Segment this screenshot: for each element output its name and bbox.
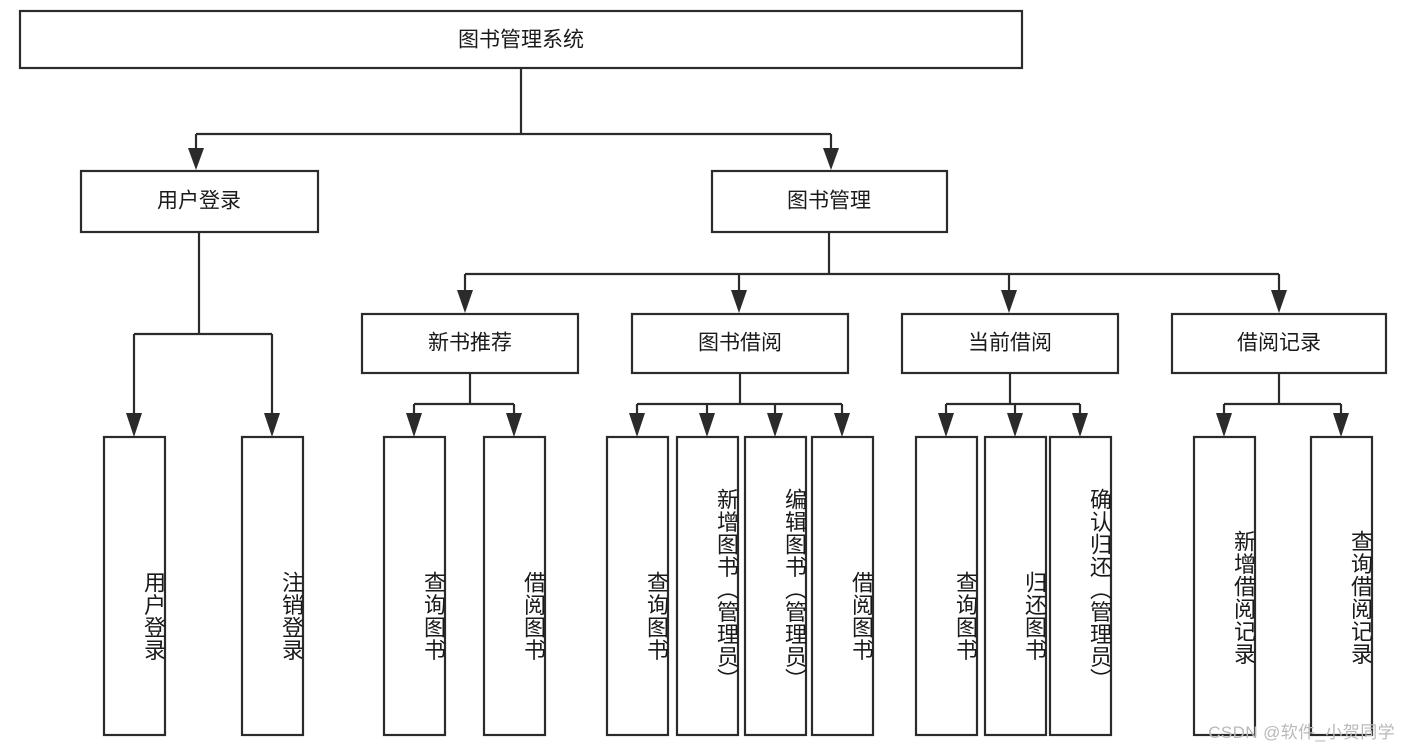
node-book-management-label: 图书管理	[787, 190, 871, 213]
arrow-head-icon	[823, 148, 839, 170]
connector-user-login-to-leaves	[126, 232, 280, 437]
node-new-book-recommend-box[interactable]	[360, 312, 580, 375]
arrow-head-icon	[126, 413, 142, 437]
connector-root-to-level2	[188, 68, 839, 170]
arrow-head-icon	[457, 290, 473, 313]
leaf-label-query-book-1: 查询图书	[421, 571, 446, 661]
leaf-label-edit-book-admin: 编辑图书（管理员）	[782, 487, 807, 691]
leaf-label-add-book-admin: 新增图书（管理员）	[714, 487, 739, 691]
node-current-borrow-label: 当前借阅	[968, 332, 1052, 355]
leaf-box-confirm-return-admin[interactable]	[1048, 435, 1113, 737]
node-root-box[interactable]	[18, 9, 1024, 70]
connector-current-borrow-to-leaves	[938, 373, 1088, 437]
leaf-box-query-book-2[interactable]	[605, 435, 670, 737]
node-book-borrow-box[interactable]	[630, 312, 850, 375]
csdn-watermark: CSDN @软件_小贺同学	[1208, 723, 1395, 742]
leaf-label-logout: 注销登录	[279, 571, 304, 661]
node-book-management[interactable]: 图书管理	[710, 169, 949, 234]
leaf-box-borrow-book-1[interactable]	[482, 435, 547, 737]
connector-borrow-record-to-leaves	[1216, 373, 1349, 437]
arrow-head-icon	[834, 413, 850, 437]
arrow-head-icon	[699, 413, 715, 437]
arrow-head-icon	[506, 413, 522, 437]
node-user-login-label: 用户登录	[157, 190, 241, 213]
arrow-head-icon	[731, 290, 747, 313]
leaf-label-add-borrow-record: 新增借阅记录	[1231, 529, 1256, 665]
leaf-box-borrow-book-2[interactable]	[810, 435, 875, 737]
node-borrow-record-label: 借阅记录	[1237, 332, 1321, 355]
arrow-head-icon	[264, 413, 280, 437]
leaf-label-borrow-book-2: 借阅图书	[849, 571, 874, 661]
leaf-label-return-book: 归还图书	[1022, 571, 1047, 661]
node-new-book-recommend-label: 新书推荐	[428, 332, 512, 355]
leaf-label-borrow-book-1: 借阅图书	[521, 571, 546, 661]
connector-book-management-to-level3	[457, 232, 1287, 313]
leaf-box-add-borrow-record[interactable]	[1192, 435, 1257, 737]
leaf-label-query-borrow-record: 查询借阅记录	[1348, 529, 1373, 665]
node-borrow-record[interactable]: 借阅记录	[1170, 312, 1388, 375]
arrow-head-icon	[1072, 413, 1088, 437]
node-borrow-record-box[interactable]	[1170, 312, 1388, 375]
leaf-box-logout[interactable]	[240, 435, 305, 737]
node-book-borrow[interactable]: 图书借阅	[630, 312, 850, 375]
arrow-head-icon	[1271, 290, 1287, 313]
node-current-borrow[interactable]: 当前借阅	[900, 312, 1120, 375]
node-root[interactable]: 图书管理系统	[18, 9, 1024, 70]
arrow-head-icon	[629, 413, 645, 437]
arrow-head-icon	[1333, 413, 1349, 437]
arrow-head-icon	[188, 148, 204, 170]
connector-new-book-recommend-to-leaves	[406, 373, 522, 437]
node-user-login[interactable]: 用户登录	[79, 169, 320, 234]
leaf-box-user-login[interactable]	[102, 435, 167, 737]
node-book-borrow-label: 图书借阅	[698, 332, 782, 355]
node-root-label: 图书管理系统	[458, 29, 584, 52]
leaf-label-query-book-3: 查询图书	[953, 571, 978, 661]
leaf-label-query-book-2: 查询图书	[644, 571, 669, 661]
node-new-book-recommend[interactable]: 新书推荐	[360, 312, 580, 375]
arrow-head-icon	[1007, 413, 1023, 437]
leaf-box-add-book-admin[interactable]	[675, 435, 740, 737]
leaf-label-confirm-return-admin: 确认归还（管理员）	[1087, 487, 1112, 691]
leaf-box-query-book-1[interactable]	[382, 435, 447, 737]
leaf-box-query-book-3[interactable]	[914, 435, 979, 737]
leaf-box-return-book[interactable]	[983, 435, 1048, 737]
leaf-box-edit-book-admin[interactable]	[743, 435, 808, 737]
arrow-head-icon	[406, 413, 422, 437]
arrow-head-icon	[767, 413, 783, 437]
arrow-head-icon	[1216, 413, 1232, 437]
leaf-label-user-login: 用户登录	[141, 571, 166, 661]
leaf-box-query-borrow-record[interactable]	[1309, 435, 1374, 737]
node-user-login-box[interactable]	[79, 169, 320, 234]
arrow-head-icon	[938, 413, 954, 437]
connector-book-borrow-to-leaves	[629, 373, 850, 437]
arrow-head-icon	[1001, 290, 1017, 313]
node-book-management-box[interactable]	[710, 169, 949, 234]
